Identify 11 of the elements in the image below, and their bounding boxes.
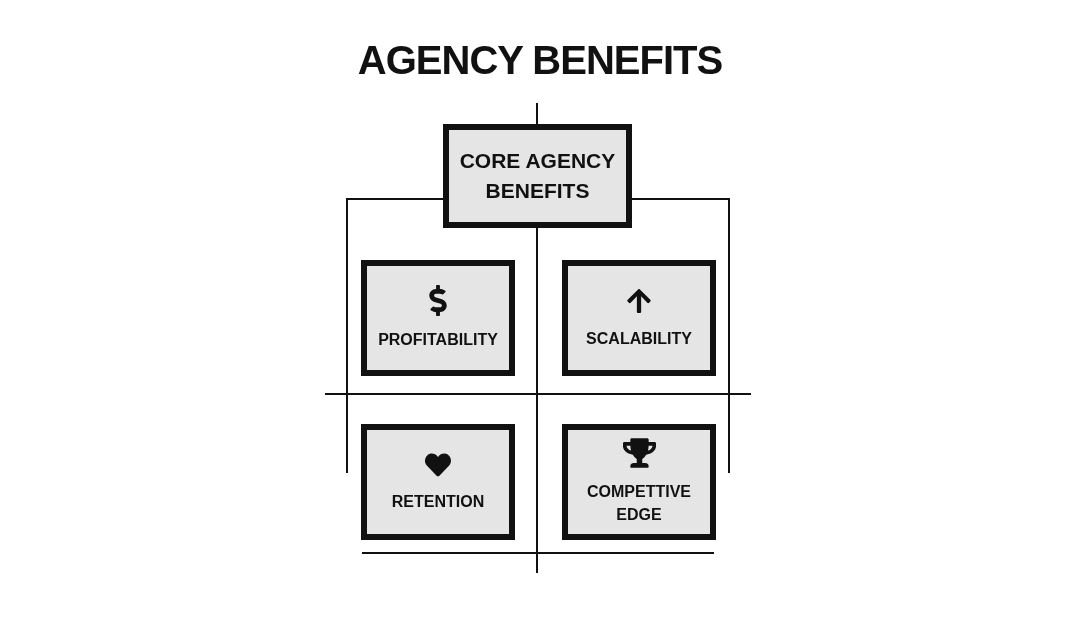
- benefit-box: [361, 424, 515, 540]
- benefit-label: SCALABILITY: [586, 328, 692, 349]
- benefit-label: RETENTION: [391, 491, 485, 512]
- benefit-box: [562, 424, 716, 540]
- benefit-box: [361, 260, 515, 376]
- core-label: CORE AGENCY BENEFITS: [458, 148, 617, 204]
- diagram-title: AGENCY BENEFITS: [357, 37, 723, 84]
- benefit-box: [562, 260, 716, 376]
- benefit-label: COMPETTIVE EDGE: [586, 482, 692, 525]
- benefit-label: PROFITABILITY: [378, 330, 498, 350]
- core-box: [443, 124, 632, 228]
